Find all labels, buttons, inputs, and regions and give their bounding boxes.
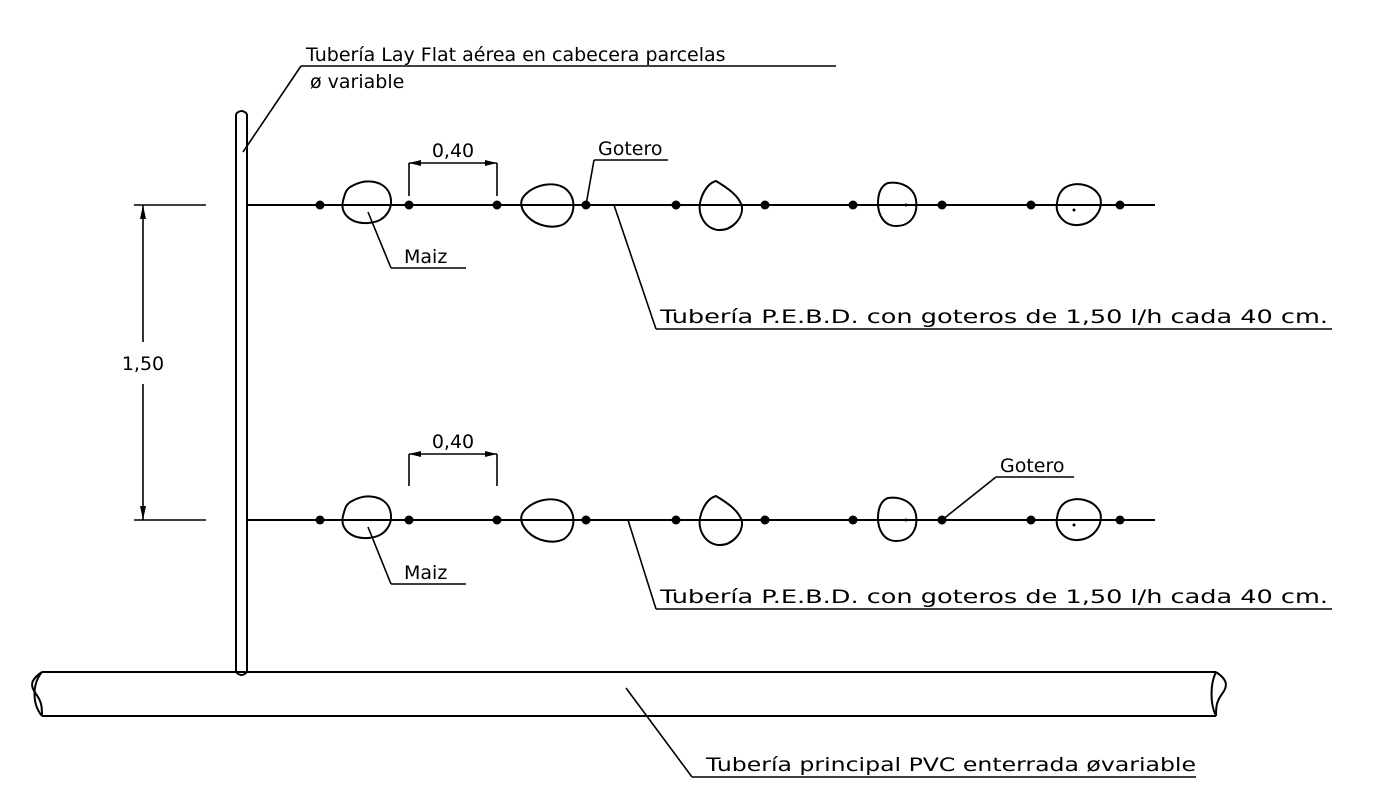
pebd-callout-bottom: Tubería P.E.B.D. con goteros de 1,50 l/h… xyxy=(627,519,1332,610)
spacing-dimension-top: 0,40 xyxy=(408,140,498,196)
layflat-label-line2: ø variable xyxy=(310,71,404,93)
gotero-callout-top: Gotero xyxy=(585,138,668,206)
maiz-callout-bottom: Maiz xyxy=(367,526,466,585)
emitters-bottom xyxy=(315,515,1125,525)
main-pvc-pipe xyxy=(31,671,1227,717)
emitter xyxy=(315,200,325,210)
maiz-label-top: Maiz xyxy=(404,246,447,268)
maize-plant xyxy=(341,495,392,540)
emitter xyxy=(848,200,858,210)
main-pipe-callout: Tubería principal PVC enterrada øvariabl… xyxy=(625,687,1196,778)
maize-plant xyxy=(698,494,744,547)
layflat-label-line1: Tubería Lay Flat aérea en cabecera parce… xyxy=(305,44,726,66)
emitter xyxy=(1026,515,1036,525)
spacing-label-top: 0,40 xyxy=(432,140,474,162)
emitter xyxy=(937,200,947,210)
gotero-label-bottom: Gotero xyxy=(1000,455,1065,477)
row-distance-dimension: 1,50 xyxy=(122,204,206,521)
maize-plant xyxy=(876,496,918,543)
spacing-dimension-bottom: 0,40 xyxy=(408,431,498,486)
emitter xyxy=(760,200,770,210)
maize-plant xyxy=(520,498,575,543)
emitter xyxy=(492,515,502,525)
maize-plant xyxy=(1055,183,1102,227)
pebd-label-top: Tubería P.E.B.D. con goteros de 1,50 l/h… xyxy=(659,306,1328,328)
emitter xyxy=(760,515,770,525)
emitter xyxy=(581,515,591,525)
emitter xyxy=(1115,200,1125,210)
emitter xyxy=(492,200,502,210)
spacing-label-bottom: 0,40 xyxy=(432,431,474,453)
emitter xyxy=(404,200,414,210)
emitter xyxy=(671,200,681,210)
gotero-label-top: Gotero xyxy=(598,138,663,160)
maize-plant xyxy=(341,180,392,225)
emitter xyxy=(1026,200,1036,210)
main-pipe-label: Tubería principal PVC enterrada øvariabl… xyxy=(705,754,1196,776)
layflat-vertical-pipe xyxy=(235,110,248,676)
maize-plant xyxy=(1055,498,1102,542)
layflat-callout: Tubería Lay Flat aérea en cabecera parce… xyxy=(242,44,836,153)
maize-plants-bottom xyxy=(341,494,1102,547)
emitter xyxy=(1115,515,1125,525)
maiz-label-bottom: Maiz xyxy=(404,562,447,584)
emitter xyxy=(848,515,858,525)
emitter xyxy=(404,515,414,525)
emitter xyxy=(315,515,325,525)
maiz-callout-top: Maiz xyxy=(367,211,466,269)
pebd-label-bottom: Tubería P.E.B.D. con goteros de 1,50 l/h… xyxy=(659,586,1328,608)
pebd-callout-top: Tubería P.E.B.D. con goteros de 1,50 l/h… xyxy=(613,204,1332,330)
maize-plants-top xyxy=(341,179,1102,232)
gotero-callout-bottom: Gotero xyxy=(941,455,1074,521)
maize-plant xyxy=(520,183,575,228)
maize-plant xyxy=(876,181,918,228)
emitter xyxy=(671,515,681,525)
maize-plant xyxy=(698,179,744,232)
row-distance-label: 1,50 xyxy=(122,353,164,375)
